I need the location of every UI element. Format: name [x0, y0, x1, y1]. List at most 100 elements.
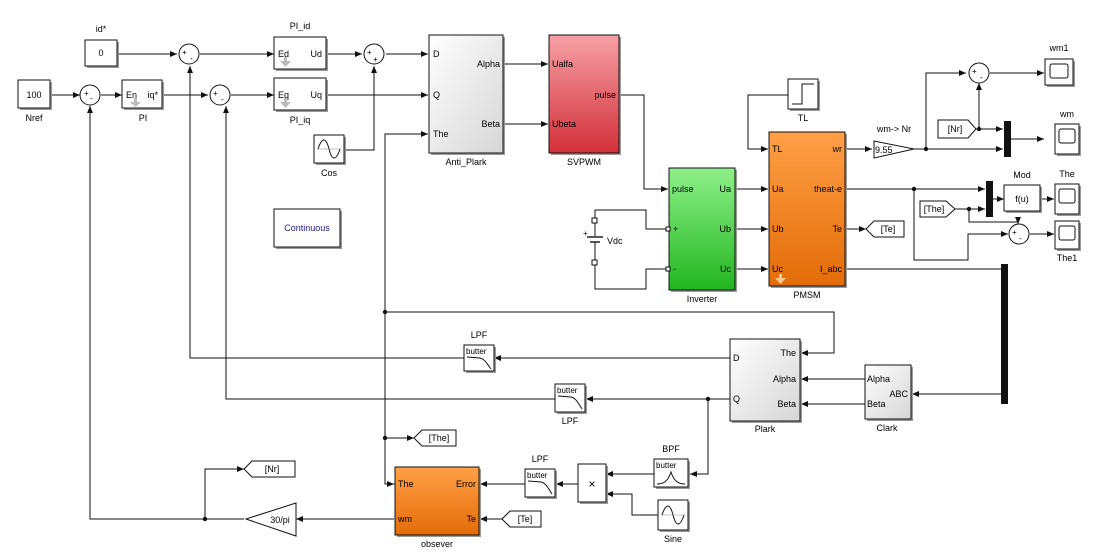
- pmsm-in-uc: Uc: [772, 264, 783, 274]
- nref-caption: Nref: [25, 113, 43, 123]
- pmsm-caption: PMSM: [794, 290, 821, 300]
- anti-plark-in-the: The: [433, 129, 449, 139]
- lpf-q-block[interactable]: butter LPF: [554, 383, 587, 426]
- gain-955-title: wm-> Nr: [876, 124, 911, 134]
- step-icon: [792, 83, 814, 105]
- pi-id-in-port: Ed: [278, 49, 289, 59]
- from-te-tag[interactable]: [Te]: [501, 510, 542, 528]
- mod-label: f(u): [1015, 194, 1029, 204]
- id-star-title: id*: [96, 24, 107, 34]
- pi-id-block[interactable]: Ed Ud PI_id: [273, 21, 328, 71]
- sum-block-iq[interactable]: + -: [209, 84, 231, 106]
- id-star-value: 0: [98, 48, 103, 58]
- bandpass-curve-icon: [656, 470, 686, 485]
- scope-wm1[interactable]: wm1: [1044, 43, 1075, 87]
- inverter-out-uc: Uc: [720, 264, 731, 274]
- inverter-out-ua: Ua: [719, 184, 731, 194]
- lpf-q-label: butter: [557, 386, 578, 395]
- sum-block-id[interactable]: + -: [178, 43, 200, 65]
- plark-block[interactable]: D Q The Alpha Beta Plark: [729, 338, 802, 434]
- pi-id-out-port: Ud: [310, 49, 322, 59]
- inverter-out-ub: Ub: [719, 224, 731, 234]
- svpwm-in-ubeta: Ubeta: [552, 119, 576, 129]
- lpf-d-label: butter: [466, 347, 487, 356]
- pi-iq-in-port: Eq: [278, 90, 289, 100]
- scope-the-caption: The: [1059, 169, 1075, 179]
- scope-icon: [1058, 128, 1076, 144]
- vdc-source-block[interactable]: + Vdc: [583, 217, 623, 266]
- from-te-label: [Te]: [518, 514, 533, 524]
- mux-wm[interactable]: [1004, 121, 1011, 157]
- scope-wm-caption: wm: [1059, 109, 1074, 119]
- lpf-d-block[interactable]: butter LPF: [463, 330, 496, 373]
- scope-wm[interactable]: wm: [1054, 109, 1081, 156]
- cos-source-block[interactable]: Cos: [313, 134, 346, 178]
- bpf-block[interactable]: butter BPF: [653, 444, 690, 489]
- lowpass-curve-icon: [527, 480, 553, 495]
- svpwm-block[interactable]: Ualfa Ubeta pulse SVPWM: [548, 34, 621, 167]
- scope-the1-caption: The1: [1057, 253, 1078, 263]
- pi-speed-block[interactable]: En iq* PI: [121, 79, 164, 123]
- goto-nr-label: [Nr]: [265, 464, 280, 474]
- scope-the1[interactable]: The1: [1054, 220, 1081, 263]
- signal-lines: [52, 51, 1054, 522]
- goto-nr-tag[interactable]: [Nr]: [243, 460, 296, 478]
- anti-plark-block[interactable]: D Q The Alpha Beta Anti_Plark: [428, 34, 505, 167]
- sum-block-speed[interactable]: + -: [79, 84, 101, 106]
- tl-step-block[interactable]: TL: [787, 78, 820, 123]
- lpf-error-block[interactable]: butter LPF: [524, 454, 557, 499]
- from-nr-tag[interactable]: [Nr]: [937, 119, 977, 139]
- pi-iq-block[interactable]: Eq Uq PI_iq: [273, 77, 328, 125]
- pmsm-in-tl: TL: [772, 144, 783, 154]
- sum-block-d[interactable]: + +: [363, 43, 385, 65]
- svpwm-in-ualfa: Ualfa: [552, 59, 573, 69]
- lpf-q-caption: LPF: [562, 416, 579, 426]
- clark-block[interactable]: Alpha Beta ABC Clark: [864, 364, 913, 433]
- scope-the[interactable]: The: [1054, 169, 1081, 216]
- clark-out-alpha: Alpha: [867, 374, 890, 384]
- observer-block[interactable]: The wm Error Te obsever: [394, 466, 481, 549]
- gain-955-value: 9.55: [875, 145, 893, 155]
- goto-te-tag[interactable]: [Te]: [865, 220, 905, 238]
- pmsm-block[interactable]: TL Ua Ub Uc wr theat-e Te I_abc PMSM: [768, 131, 847, 300]
- sum-block-theta[interactable]: + -: [1008, 223, 1030, 245]
- from-the-tag[interactable]: [The]: [919, 200, 956, 218]
- tl-caption: TL: [798, 113, 809, 123]
- observer-port-wm: wm: [397, 514, 412, 524]
- goto-te-label: [Te]: [881, 224, 896, 234]
- sum-block-wm[interactable]: + -: [968, 62, 990, 84]
- id-star-constant[interactable]: 0 id*: [84, 24, 119, 68]
- continuous-powergui-block[interactable]: Continuous: [273, 208, 342, 249]
- gain-955-block[interactable]: 9.55 wm-> Nr: [873, 124, 915, 159]
- nref-constant[interactable]: 100 Nref: [17, 79, 52, 123]
- inverter-in-minus: -: [673, 264, 676, 274]
- demux-iabc[interactable]: [1001, 264, 1008, 404]
- pi-in-port: En: [126, 90, 137, 100]
- gain-30pi-block[interactable]: 30/pi: [244, 502, 297, 537]
- mux-the[interactable]: [986, 181, 993, 217]
- svg-text:-: -: [190, 54, 193, 63]
- lpf-d-title: LPF: [471, 330, 488, 340]
- product-block[interactable]: ×: [577, 463, 608, 504]
- pmsm-in-ub: Ub: [772, 224, 784, 234]
- anti-plark-in-d: D: [433, 49, 440, 59]
- plark-out-d: D: [733, 353, 740, 363]
- down-arrow-icon: [280, 57, 291, 67]
- goto-the-tag[interactable]: [The]: [413, 429, 457, 447]
- down-arrow-icon: [280, 98, 291, 108]
- plark-out-q: Q: [733, 394, 740, 404]
- nref-value: 100: [26, 90, 41, 100]
- bpf-title: BPF: [662, 444, 680, 454]
- observer-port-the: The: [398, 479, 414, 489]
- clark-caption: Clark: [876, 423, 898, 433]
- svpwm-caption: SVPWM: [567, 157, 601, 167]
- mod-fcn-block[interactable]: f(u) Mod: [1003, 170, 1042, 213]
- sine-source-block[interactable]: Sine: [657, 499, 690, 544]
- inverter-block[interactable]: pulse + - Ua Ub Uc Inverter: [665, 167, 737, 304]
- junction-dots: [202, 126, 982, 522]
- anti-plark-in-q: Q: [433, 90, 440, 100]
- svg-text:+: +: [972, 67, 977, 76]
- from-nr-label: [Nr]: [948, 124, 963, 134]
- scope-icon: [1058, 225, 1076, 241]
